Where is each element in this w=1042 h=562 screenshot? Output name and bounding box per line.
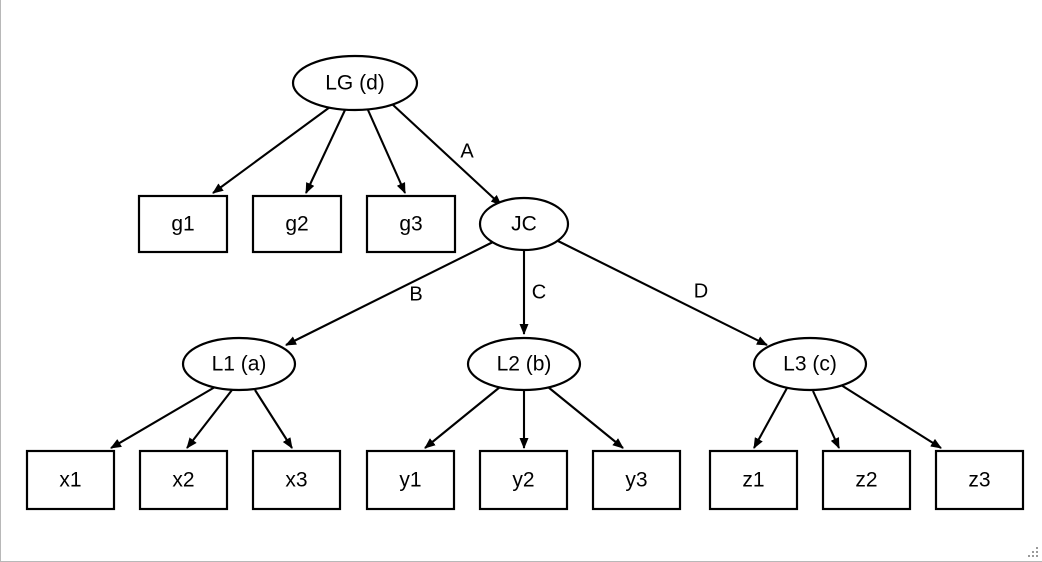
node-z2-label: z2 <box>855 469 877 492</box>
node-x3[interactable]: x3 <box>251 449 342 511</box>
node-z2[interactable]: z2 <box>821 449 912 511</box>
node-l3-label: L3 (c) <box>783 353 837 376</box>
edge-l1-to-x1 <box>110 386 216 449</box>
node-y3-box <box>591 449 682 511</box>
node-g2-label: g2 <box>285 213 308 236</box>
edge-lg-to-jc <box>391 103 502 206</box>
edge-l3-to-z1 <box>753 387 788 449</box>
node-g3-box <box>365 194 457 254</box>
node-z2-box <box>821 449 912 511</box>
node-x2-label: x2 <box>172 469 194 492</box>
node-l1-ellipse <box>181 336 297 392</box>
node-y1[interactable]: y1 <box>365 449 456 511</box>
edge-label-b: B <box>409 283 422 305</box>
node-jc[interactable]: JC <box>478 196 570 252</box>
node-g3-label: g3 <box>399 213 422 236</box>
node-x1-label: x1 <box>59 469 81 492</box>
edge-label-a: A <box>460 140 474 162</box>
node-g1-box <box>137 194 229 254</box>
edge-l3-to-z3 <box>840 384 942 449</box>
node-z1-box <box>708 449 799 511</box>
edge-l1-to-x3 <box>254 389 293 449</box>
node-l3-ellipse <box>752 336 868 392</box>
edge-label-c: C <box>532 281 546 303</box>
edge-lg-to-g2 <box>305 109 346 194</box>
node-z3[interactable]: z3 <box>934 449 1025 511</box>
node-z1[interactable]: z1 <box>708 449 799 511</box>
node-g1[interactable]: g1 <box>137 194 229 254</box>
node-x1-box <box>25 449 116 511</box>
node-y1-label: y1 <box>399 469 421 492</box>
node-l2-ellipse <box>466 336 582 392</box>
node-z1-label: z1 <box>742 469 764 492</box>
node-y3[interactable]: y3 <box>591 449 682 511</box>
node-l2-label: L2 (b) <box>497 353 552 376</box>
node-x2-box <box>138 449 229 511</box>
node-x2[interactable]: x2 <box>138 449 229 511</box>
node-y1-box <box>365 449 456 511</box>
node-l1-label: L1 (a) <box>212 353 267 376</box>
edge-label-d: D <box>694 280 708 302</box>
node-y2[interactable]: y2 <box>478 449 569 511</box>
edge-jc-to-l3 <box>557 240 768 346</box>
node-l2[interactable]: L2 (b) <box>466 336 582 392</box>
node-lg[interactable]: LG (d) <box>291 54 419 112</box>
edges-layer <box>110 103 942 449</box>
nodes-layer: LG (d) JC L1 (a) L2 (b) L3 (c) g1 g2 g3 x1 x2 x3 y1… <box>25 54 1025 511</box>
edge-l2-to-y3 <box>547 386 624 449</box>
node-lg-ellipse <box>291 54 419 112</box>
node-x3-box <box>251 449 342 511</box>
node-y2-box <box>478 449 569 511</box>
edge-jc-to-l1 <box>285 241 494 346</box>
edge-l1-to-x2 <box>186 389 233 449</box>
node-y3-label: y3 <box>625 469 647 492</box>
node-g2-box <box>251 194 343 254</box>
node-x3-label: x3 <box>285 469 307 492</box>
edge-l3-to-z2 <box>812 390 840 449</box>
node-y2-label: y2 <box>512 469 534 492</box>
node-g3[interactable]: g3 <box>365 194 457 254</box>
edge-lg-to-g3 <box>367 109 406 194</box>
resize-grip-icon[interactable] <box>1027 546 1040 559</box>
edge-labels-layer: A B C D <box>409 140 708 305</box>
node-g2[interactable]: g2 <box>251 194 343 254</box>
node-z3-label: z3 <box>968 469 990 492</box>
node-jc-ellipse <box>478 196 570 252</box>
node-l3[interactable]: L3 (c) <box>752 336 868 392</box>
node-g1-label: g1 <box>171 213 194 236</box>
node-lg-label: LG (d) <box>325 72 385 95</box>
node-x1[interactable]: x1 <box>25 449 116 511</box>
node-jc-label: JC <box>511 213 537 236</box>
node-l1[interactable]: L1 (a) <box>181 336 297 392</box>
edge-l2-to-y1 <box>424 386 501 449</box>
node-z3-box <box>934 449 1025 511</box>
edge-lg-to-g1 <box>212 106 331 194</box>
